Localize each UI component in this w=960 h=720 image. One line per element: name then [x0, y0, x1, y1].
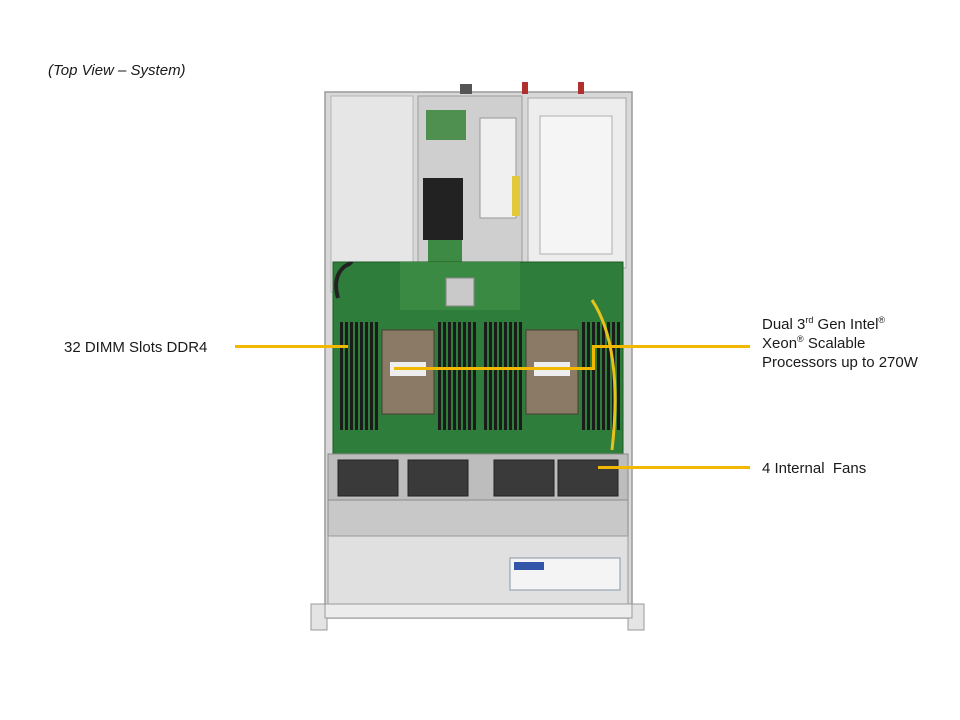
label-internal-fans: 4 Internal Fans: [762, 460, 867, 477]
callout-line-fans: [598, 466, 750, 469]
label-processors: Dual 3rd Gen Intel® Xeon® Scalable Proce…: [762, 315, 918, 372]
callout-line-cpu-leader: [592, 345, 750, 348]
label-processors-line1: Dual 3rd Gen Intel®: [762, 315, 886, 334]
label-processors-line3: Processors up to 270W: [762, 354, 918, 371]
callout-line-cpu-horizontal: [394, 367, 594, 370]
label-dimm-slots: 32 DIMM Slots DDR4: [64, 339, 208, 356]
callout-line-cpu-vertical: [592, 345, 595, 370]
callout-line-dimm: [235, 345, 348, 348]
view-caption: (Top View – System): [48, 62, 186, 79]
label-processors-line2: Xeon® Scalable: [762, 334, 866, 353]
